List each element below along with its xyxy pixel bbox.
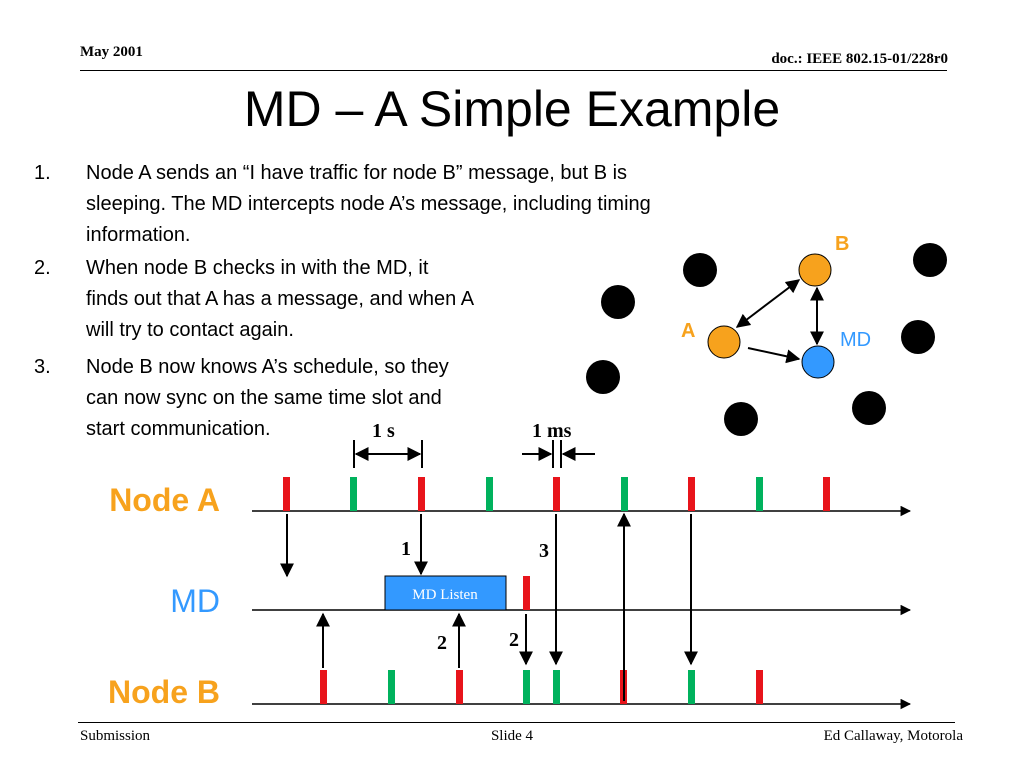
step-line: finds out that A has a message, and when…: [86, 288, 475, 310]
pulse-red: [553, 477, 560, 511]
node-md: [801, 345, 835, 379]
header-divider: [80, 70, 947, 71]
other-node: [601, 285, 635, 319]
pulse-green: [621, 477, 628, 511]
other-node: [586, 360, 620, 394]
step-number: 2.: [34, 257, 51, 279]
other-node: [724, 402, 758, 436]
pulse-green: [688, 670, 695, 704]
pulse-green: [486, 477, 493, 511]
node-b-label: B: [835, 233, 849, 255]
footer-slide-number: Slide 4: [490, 728, 534, 744]
node-a: [707, 325, 741, 359]
network-diagram: B A MD: [586, 233, 947, 436]
node-b: [798, 253, 832, 287]
interval-1s-label: 1 s: [372, 420, 395, 442]
step-line: Node A sends an “I have traffic for node…: [86, 162, 628, 184]
pulse-green: [553, 670, 560, 704]
pulse-green: [756, 477, 763, 511]
pulse-red: [320, 670, 327, 704]
step-1: 1. Node A sends an “I have traffic for n…: [34, 158, 834, 252]
other-node: [901, 320, 935, 354]
step-number: 3.: [34, 356, 51, 378]
header-doc-id: doc.: IEEE 802.15-01/228r0: [771, 51, 948, 67]
step-line: information.: [86, 224, 191, 246]
step-line: will try to contact again.: [86, 319, 294, 341]
footer-divider: [78, 722, 955, 723]
pulse-green: [350, 477, 357, 511]
step-label-2: 2: [509, 629, 519, 651]
step-2: 2. When node B checks in with the MD, it…: [34, 253, 594, 347]
link-a-md: [747, 347, 801, 364]
timing-diagram: 1 s 1 ms Node A MD Node B MD Listen: [108, 420, 912, 710]
pulse-red: [756, 670, 763, 704]
footer-author: Ed Callaway, Motorola: [823, 728, 963, 744]
slide-title: MD – A Simple Example: [243, 81, 781, 137]
pulse-red: [418, 477, 425, 511]
other-node: [683, 253, 717, 287]
other-node: [913, 243, 947, 277]
pulse-green: [523, 670, 530, 704]
step-3: 3. Node B now knows A’s schedule, so the…: [34, 352, 594, 446]
step-label-1: 1: [401, 538, 411, 560]
pulse-red: [456, 670, 463, 704]
step-line: can now sync on the same time slot and: [86, 387, 442, 409]
step-line: sleeping. The MD intercepts node A’s mes…: [86, 193, 651, 215]
md-listen-box: [384, 575, 507, 611]
pulse-green: [388, 670, 395, 704]
step-label-2: 2: [437, 632, 447, 654]
row-label-node-a: Node A: [109, 482, 220, 518]
row-label-node-b: Node B: [108, 674, 220, 710]
step-line: When node B checks in with the MD, it: [86, 257, 429, 279]
header-date: May 2001: [80, 44, 143, 60]
step-line: Node B now knows A’s schedule, so they: [86, 356, 449, 378]
step-label-3: 3: [539, 540, 549, 562]
md-listen-label: MD Listen: [412, 587, 478, 603]
pulse-red: [523, 576, 530, 610]
step-line: start communication.: [86, 418, 271, 440]
node-a-label: A: [681, 320, 695, 342]
footer-submission: Submission: [80, 728, 151, 744]
row-label-md: MD: [170, 583, 220, 619]
step-number: 1.: [34, 162, 51, 184]
pulse-red: [688, 477, 695, 511]
pulse-red: [823, 477, 830, 511]
node-md-label: MD: [840, 329, 871, 351]
pulse-red: [283, 477, 290, 511]
other-node: [852, 391, 886, 425]
link-a-b: [735, 279, 801, 328]
interval-1ms-label: 1 ms: [532, 420, 572, 442]
